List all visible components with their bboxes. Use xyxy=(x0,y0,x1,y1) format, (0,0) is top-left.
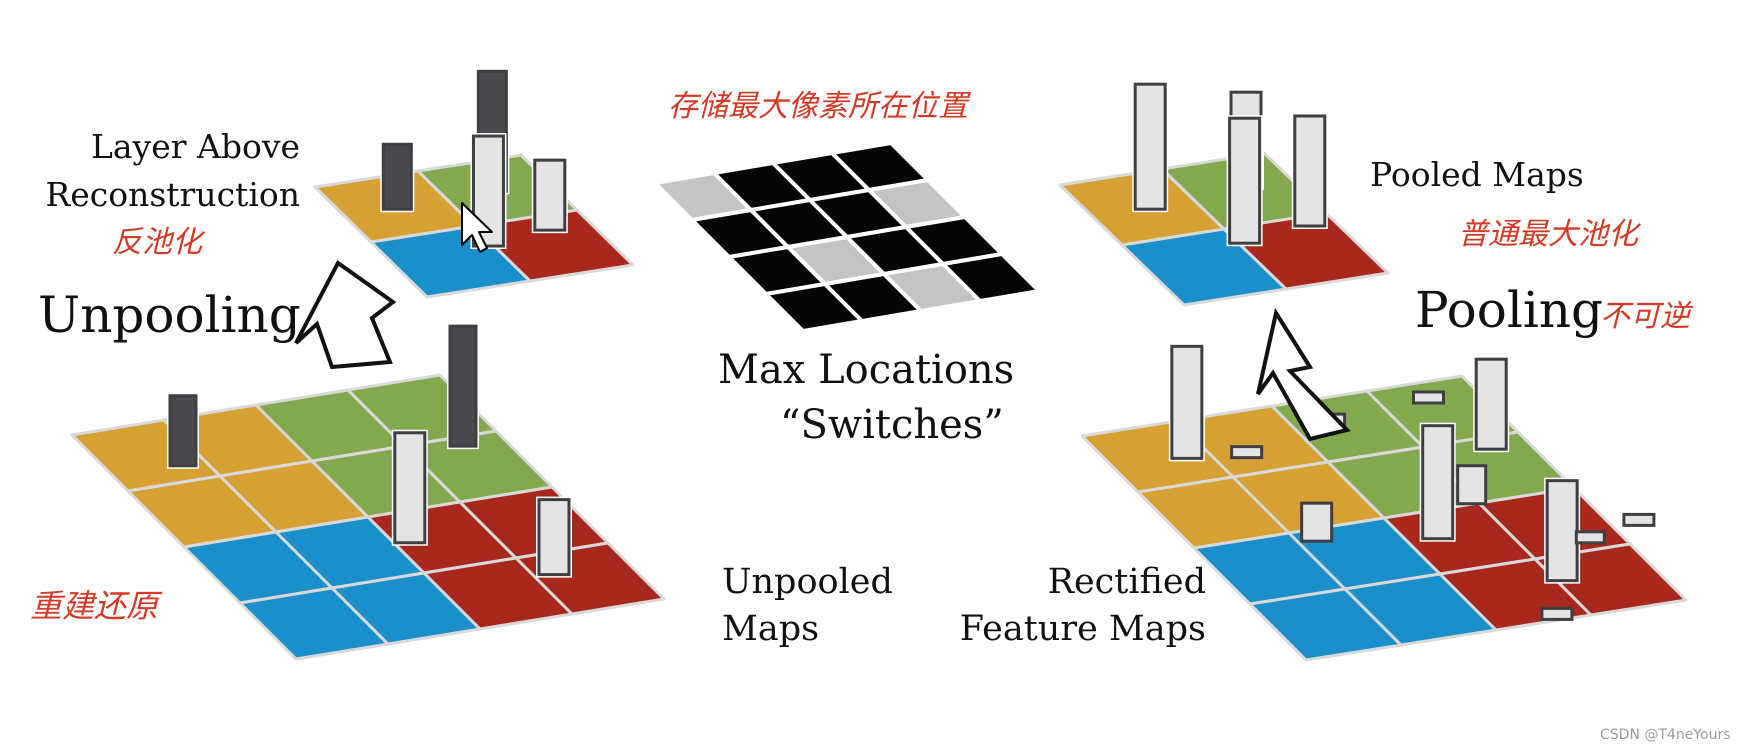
down-arrow-icon xyxy=(294,260,397,370)
switches-note: 存储最大像素所在位置 xyxy=(668,89,968,124)
unpooled-bar xyxy=(537,498,571,577)
pooled-maps-label: Pooled Maps xyxy=(1370,155,1584,194)
unpooling-label: Unpooling xyxy=(38,286,301,344)
watermark: CSDN @T4neYours xyxy=(1600,727,1731,743)
rectified-small-bar xyxy=(1412,390,1445,405)
rectified-bar xyxy=(1421,424,1455,541)
layer-above-label-line2: Reconstruction xyxy=(45,175,300,214)
rectified-label-line2: Feature Maps xyxy=(959,609,1206,649)
unpooled-bar xyxy=(168,394,198,468)
unpool-note: 反池化 xyxy=(112,225,202,260)
irreversible-note: 不可逆 xyxy=(1600,299,1690,334)
rectified-bar xyxy=(1170,344,1204,460)
rectified-small-bar xyxy=(1230,445,1264,460)
cursor-icon xyxy=(461,202,493,253)
pooled-bar xyxy=(1228,116,1262,245)
rectified-small-bar xyxy=(1574,530,1606,545)
switch-cell xyxy=(941,252,1041,303)
rectified-bar xyxy=(1474,357,1508,451)
unpooled-bar xyxy=(448,324,478,448)
rectified-small-bar xyxy=(1456,464,1488,506)
pooling-label: Pooling xyxy=(1415,281,1604,339)
rectified-small-bar xyxy=(1540,606,1574,621)
rectified-small-bar xyxy=(1300,501,1334,543)
unpooled-bar xyxy=(393,431,427,545)
pooled-bar xyxy=(1133,82,1167,211)
rectified-small-bar xyxy=(1622,512,1656,527)
layer-above-bar xyxy=(533,158,567,232)
pool-note: 普通最大池化 xyxy=(1458,217,1638,252)
unpooled-maps-label-line1: Unpooled xyxy=(722,562,893,602)
rectified-label-line1: Rectified xyxy=(1047,562,1206,602)
pooled-bar xyxy=(1293,114,1327,228)
reconstruct-note: 重建还原 xyxy=(30,587,159,625)
unpooled-maps-label-line2: Maps xyxy=(722,609,820,649)
layer-above-label-line1: Layer Above xyxy=(90,127,300,166)
up-arrow-icon xyxy=(1256,307,1351,442)
layer-above-bar xyxy=(381,142,413,211)
rectified-bar xyxy=(1545,479,1579,583)
max-locations-label-line2: “Switches” xyxy=(780,402,1004,448)
max-locations-label-line1: Max Locations xyxy=(718,347,1015,393)
